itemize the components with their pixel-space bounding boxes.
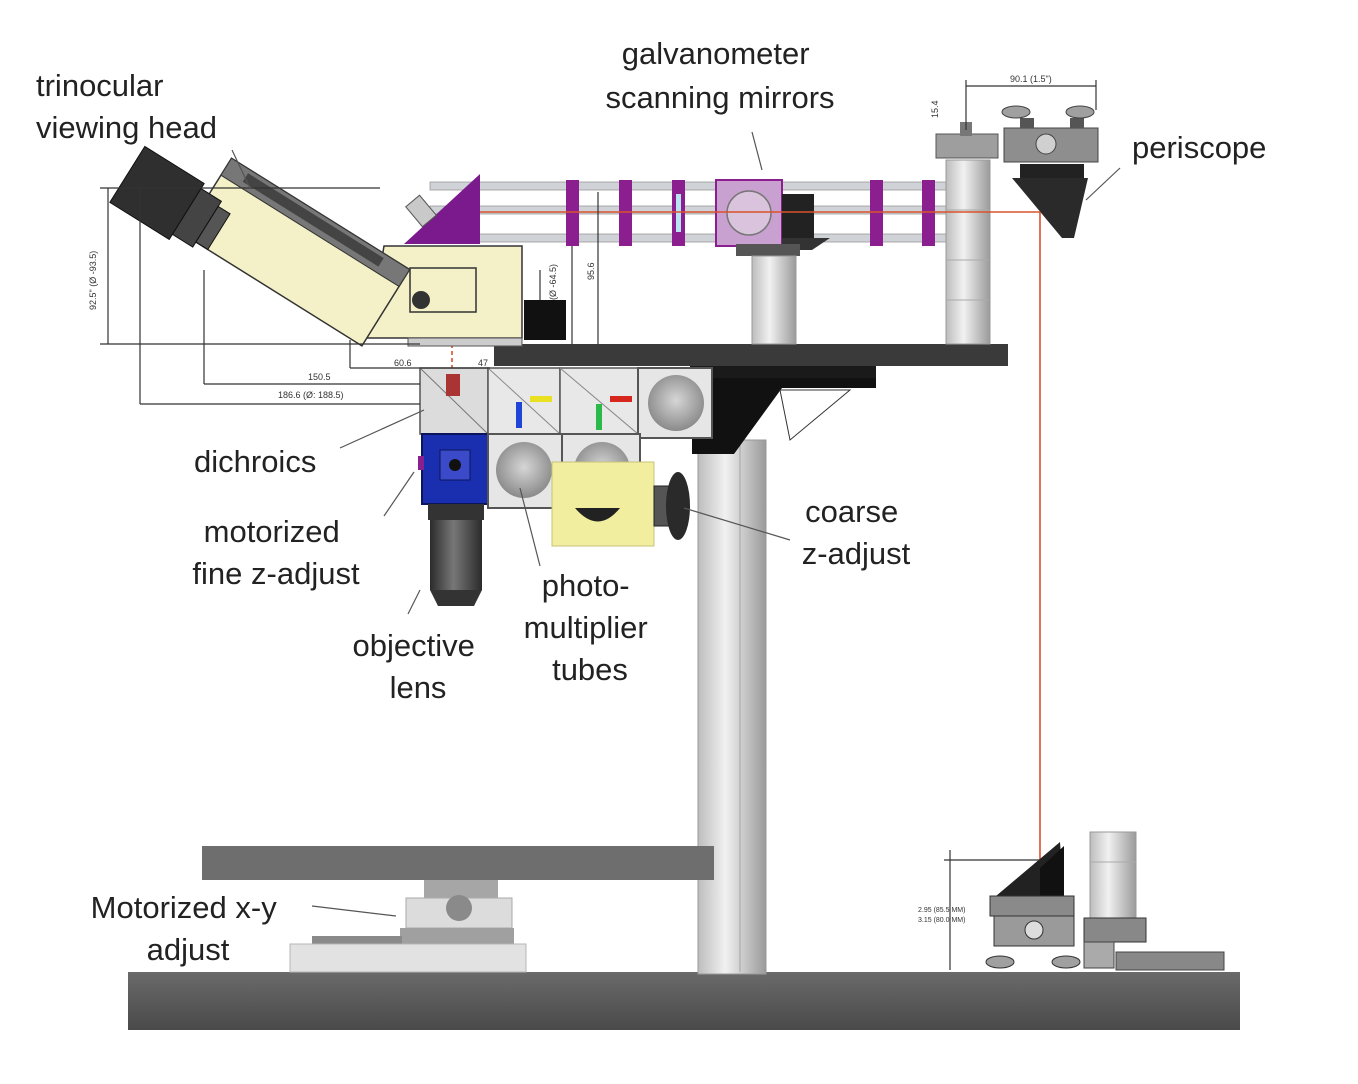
dim-bottom-1: 2.95 (85.5 MM): [918, 907, 965, 914]
main-support-post: [697, 439, 767, 975]
dim-top-width: 90.1 (1.5"): [1010, 74, 1052, 84]
trinocular-viewing-head: [109, 145, 566, 347]
periscope-bottom: [985, 831, 1225, 971]
label-pmt: photo- multiplier tubes: [524, 568, 657, 687]
periscope-mount: [1001, 105, 1099, 238]
label-objective: objective lens: [353, 628, 484, 705]
label-coarse-z: coarse z-adjust: [802, 494, 911, 571]
beam-splitter-prism: [404, 174, 480, 244]
label-periscope: periscope: [1132, 130, 1266, 165]
coarse-z-adjust: [551, 461, 690, 547]
top-breadboard: [494, 344, 1008, 454]
objective-lens: [428, 504, 484, 606]
galvanometer-mirrors: [715, 179, 830, 345]
label-xy-adjust: Motorized x-y adjust: [91, 890, 286, 967]
dim-vertical-left: 92.5" (Ø -93.5): [88, 251, 98, 310]
dim-top-small: 15.4: [930, 100, 940, 118]
dim-bottom-2: 3.15 (80.0 MM): [918, 917, 965, 924]
dim-150: 150.5: [308, 372, 331, 382]
cage-plates: [566, 180, 935, 246]
dim-95: 95.6: [586, 262, 596, 280]
dim-186: 186.6 (Ø: 188.5): [278, 390, 344, 400]
label-trinocular: trinocular viewing head: [36, 68, 217, 145]
dim-47: 47: [478, 358, 488, 368]
dim-60: 60.6: [394, 358, 412, 368]
label-fine-z: motorized fine z-adjust: [192, 514, 360, 591]
dimension-texts: 92.5" (Ø -93.5) 60.6 47 150.5 186.6 (Ø: …: [88, 74, 1052, 924]
leader-lines: [231, 131, 1121, 917]
dim-64: (Ø -64.5): [548, 264, 558, 300]
label-galvanometer: galvanometer scanning mirrors: [605, 36, 834, 115]
periscope-post: [935, 122, 999, 345]
label-dichroics: dichroics: [194, 444, 316, 479]
optical-table: [128, 972, 1240, 1030]
xy-stage: [202, 846, 714, 973]
labels: trinocular viewing head galvanometer sca…: [36, 36, 1266, 967]
dimension-lines: [100, 80, 1097, 970]
